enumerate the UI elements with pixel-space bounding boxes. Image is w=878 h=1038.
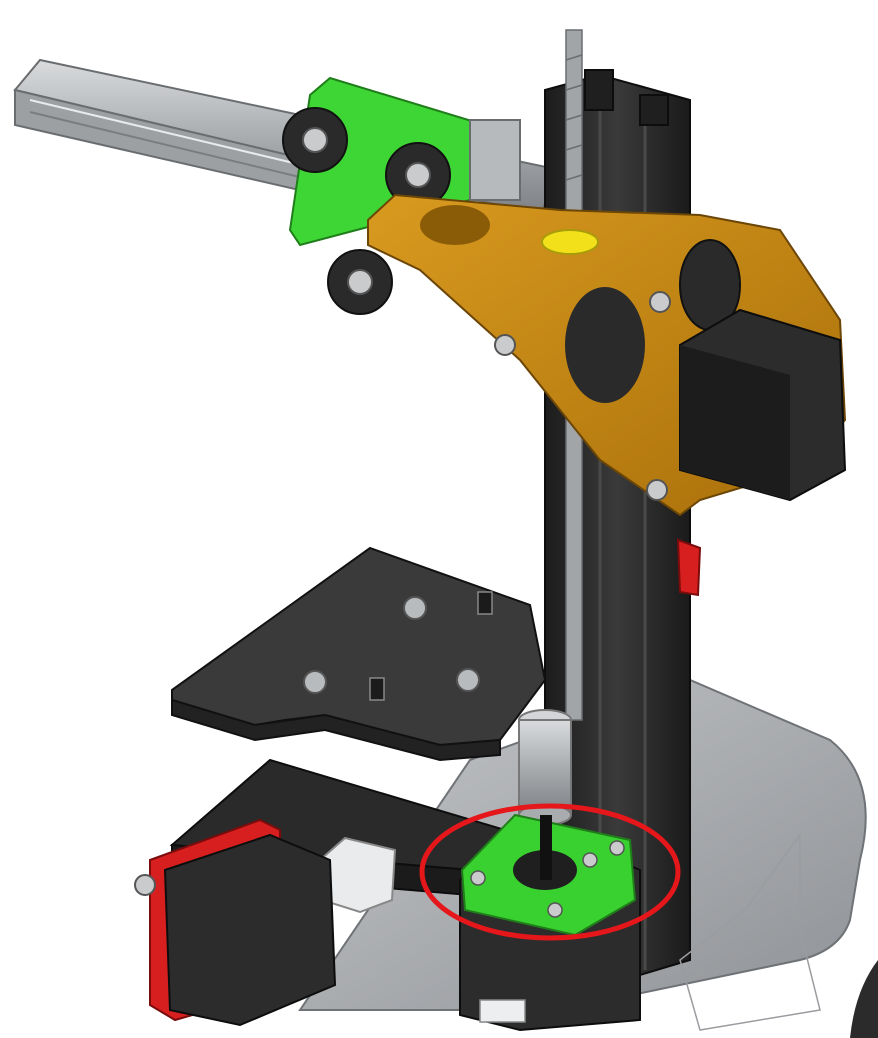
bed-bolt xyxy=(303,670,327,694)
x-carriage-block xyxy=(469,119,521,201)
bracket-hole xyxy=(420,205,490,245)
z-endstop-red xyxy=(676,538,702,597)
outline-sketch xyxy=(679,832,821,1031)
y-carriage-plate xyxy=(171,546,547,762)
x-stepper-motor xyxy=(679,308,847,502)
corner-partial-part xyxy=(850,960,878,1038)
bolt xyxy=(494,334,516,356)
bed-bolt xyxy=(403,596,427,620)
y-stepper-motor xyxy=(134,818,337,1027)
bed-clip xyxy=(369,677,385,701)
bracket-hole xyxy=(565,287,645,403)
highlight-circle xyxy=(419,803,681,941)
bolt xyxy=(646,479,668,501)
bed-bolt xyxy=(456,668,480,692)
bolt xyxy=(649,291,671,313)
lead-screw-nut xyxy=(541,229,599,255)
bed-clip xyxy=(477,591,493,615)
z-motor-mount-green xyxy=(460,813,637,937)
carriage-wheel xyxy=(327,249,393,315)
carriage-wheel xyxy=(385,142,451,208)
carriage-wheel xyxy=(282,107,348,173)
